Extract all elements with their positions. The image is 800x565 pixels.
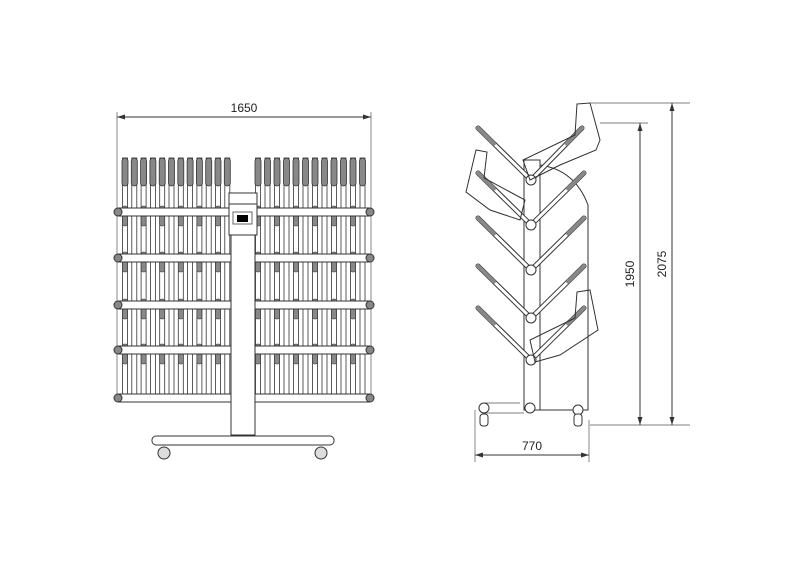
peg-grip xyxy=(205,157,213,187)
peg-grip xyxy=(292,157,300,187)
bar-end-cap xyxy=(365,207,375,217)
wheel xyxy=(157,446,171,460)
bar-end-cap xyxy=(113,345,123,355)
peg xyxy=(302,157,309,399)
peg xyxy=(205,157,212,399)
arm-hub xyxy=(525,312,537,324)
peg xyxy=(168,157,175,399)
side-view: 770 1950 2075 xyxy=(465,102,690,462)
peg-grip xyxy=(330,157,338,187)
peg xyxy=(187,157,194,399)
peg-grip xyxy=(177,157,185,187)
boot xyxy=(465,149,526,221)
peg-grip xyxy=(340,157,347,187)
bar-end-cap xyxy=(113,207,123,217)
arm-grip xyxy=(566,216,586,236)
drying-arms xyxy=(475,125,587,366)
peg xyxy=(359,157,366,399)
base xyxy=(151,435,335,460)
side-base xyxy=(478,402,584,427)
peg-grip xyxy=(359,157,366,187)
front-view: 1650 xyxy=(113,101,375,460)
wheel xyxy=(524,402,536,414)
peg-grip xyxy=(273,157,281,187)
arm-grip xyxy=(566,171,586,191)
arm-grip xyxy=(566,306,586,326)
height-dimension: 1950 xyxy=(590,122,690,426)
height-label: 1950 xyxy=(623,260,637,287)
peg xyxy=(264,157,271,399)
boots xyxy=(465,102,601,363)
peg-grip xyxy=(186,157,194,187)
peg-grip xyxy=(130,157,138,187)
peg-grip xyxy=(254,157,262,187)
arm-grip xyxy=(476,216,496,236)
bar-end-cap xyxy=(113,393,123,403)
peg-grip xyxy=(302,157,309,187)
peg-grip xyxy=(223,157,231,187)
bar-end-cap xyxy=(365,345,375,355)
display-screen xyxy=(237,215,248,222)
central-column xyxy=(228,192,258,436)
arm-grip xyxy=(476,126,496,146)
bar-end-cap xyxy=(113,253,123,263)
peg-grip xyxy=(349,157,357,187)
width-label: 1650 xyxy=(231,101,258,115)
peg-grip xyxy=(168,157,175,187)
peg-grip xyxy=(158,157,166,187)
peg-grip xyxy=(121,157,129,187)
bar-end-cap xyxy=(365,393,375,403)
peg xyxy=(149,157,156,399)
wheel xyxy=(573,413,583,427)
peg-grip xyxy=(195,157,203,187)
arm-grip xyxy=(476,264,496,284)
peg-grip xyxy=(311,157,319,187)
peg-grip xyxy=(214,157,222,187)
bar-end-cap xyxy=(113,300,123,310)
wheel xyxy=(479,413,489,427)
arm-hub xyxy=(525,219,537,231)
peg xyxy=(340,157,347,399)
total-height-dimension: 2075 xyxy=(590,102,690,425)
arm-grip xyxy=(476,306,496,326)
peg xyxy=(321,157,328,399)
bar-end-cap xyxy=(365,300,375,310)
peg xyxy=(283,157,290,399)
wheel xyxy=(478,402,490,414)
wheel xyxy=(314,446,328,460)
peg-grip xyxy=(321,157,328,187)
arm-hub xyxy=(525,264,537,276)
boot xyxy=(522,102,601,181)
total-height-label: 2075 xyxy=(655,250,669,277)
peg-grip xyxy=(140,157,148,187)
arm-grip xyxy=(476,171,496,191)
peg-grip xyxy=(149,157,157,187)
boot xyxy=(529,289,599,363)
depth-label: 770 xyxy=(522,439,542,453)
peg xyxy=(131,157,138,399)
arm-grip xyxy=(566,264,586,284)
depth-dimension: 770 xyxy=(474,410,590,462)
peg-grip xyxy=(264,157,271,187)
peg-grip xyxy=(283,157,290,187)
bar-end-cap xyxy=(365,253,375,263)
